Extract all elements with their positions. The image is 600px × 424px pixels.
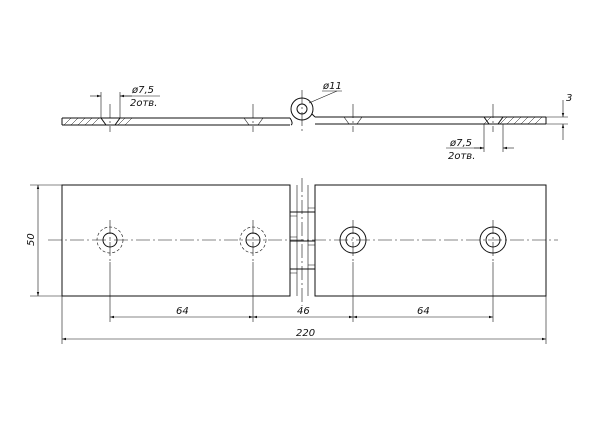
knuckle-strip [289, 185, 316, 296]
right-leaf [314, 184, 547, 297]
top-view: ø11 ø7,5 2отв. ø7,5 2отв. 3 [61, 81, 572, 162]
front-view: 50 64 46 64 220 [26, 178, 558, 344]
left-countersink-2 [243, 117, 264, 126]
right-hatch [483, 116, 543, 125]
right-countersink-2 [483, 116, 504, 125]
middle-spacing-label: 46 [297, 306, 310, 317]
right-countersink-1 [343, 116, 363, 125]
height-label: 50 [26, 233, 37, 246]
right-hole-2 [479, 226, 507, 254]
left-leaf [61, 184, 291, 297]
right-hole-1 [339, 226, 367, 254]
left-hatch [63, 117, 133, 126]
left-hole-1 [96, 226, 124, 254]
left-plate-profile [61, 117, 290, 126]
right-hole-count-label: 2отв. [448, 151, 475, 162]
right-spacing-label: 64 [417, 306, 430, 317]
pin-diameter-label: ø11 [322, 81, 342, 92]
thickness-label: 3 [566, 93, 572, 104]
left-hole-count-label: 2отв. [130, 98, 157, 109]
left-countersink-1 [100, 117, 121, 126]
right-plate-profile [315, 116, 547, 125]
left-hole-2 [239, 226, 267, 254]
overall-length-label: 220 [296, 328, 315, 339]
left-hole-diameter-label: ø7,5 [131, 85, 154, 96]
left-spacing-label: 64 [176, 306, 189, 317]
right-hole-diameter-label: ø7,5 [449, 138, 472, 149]
